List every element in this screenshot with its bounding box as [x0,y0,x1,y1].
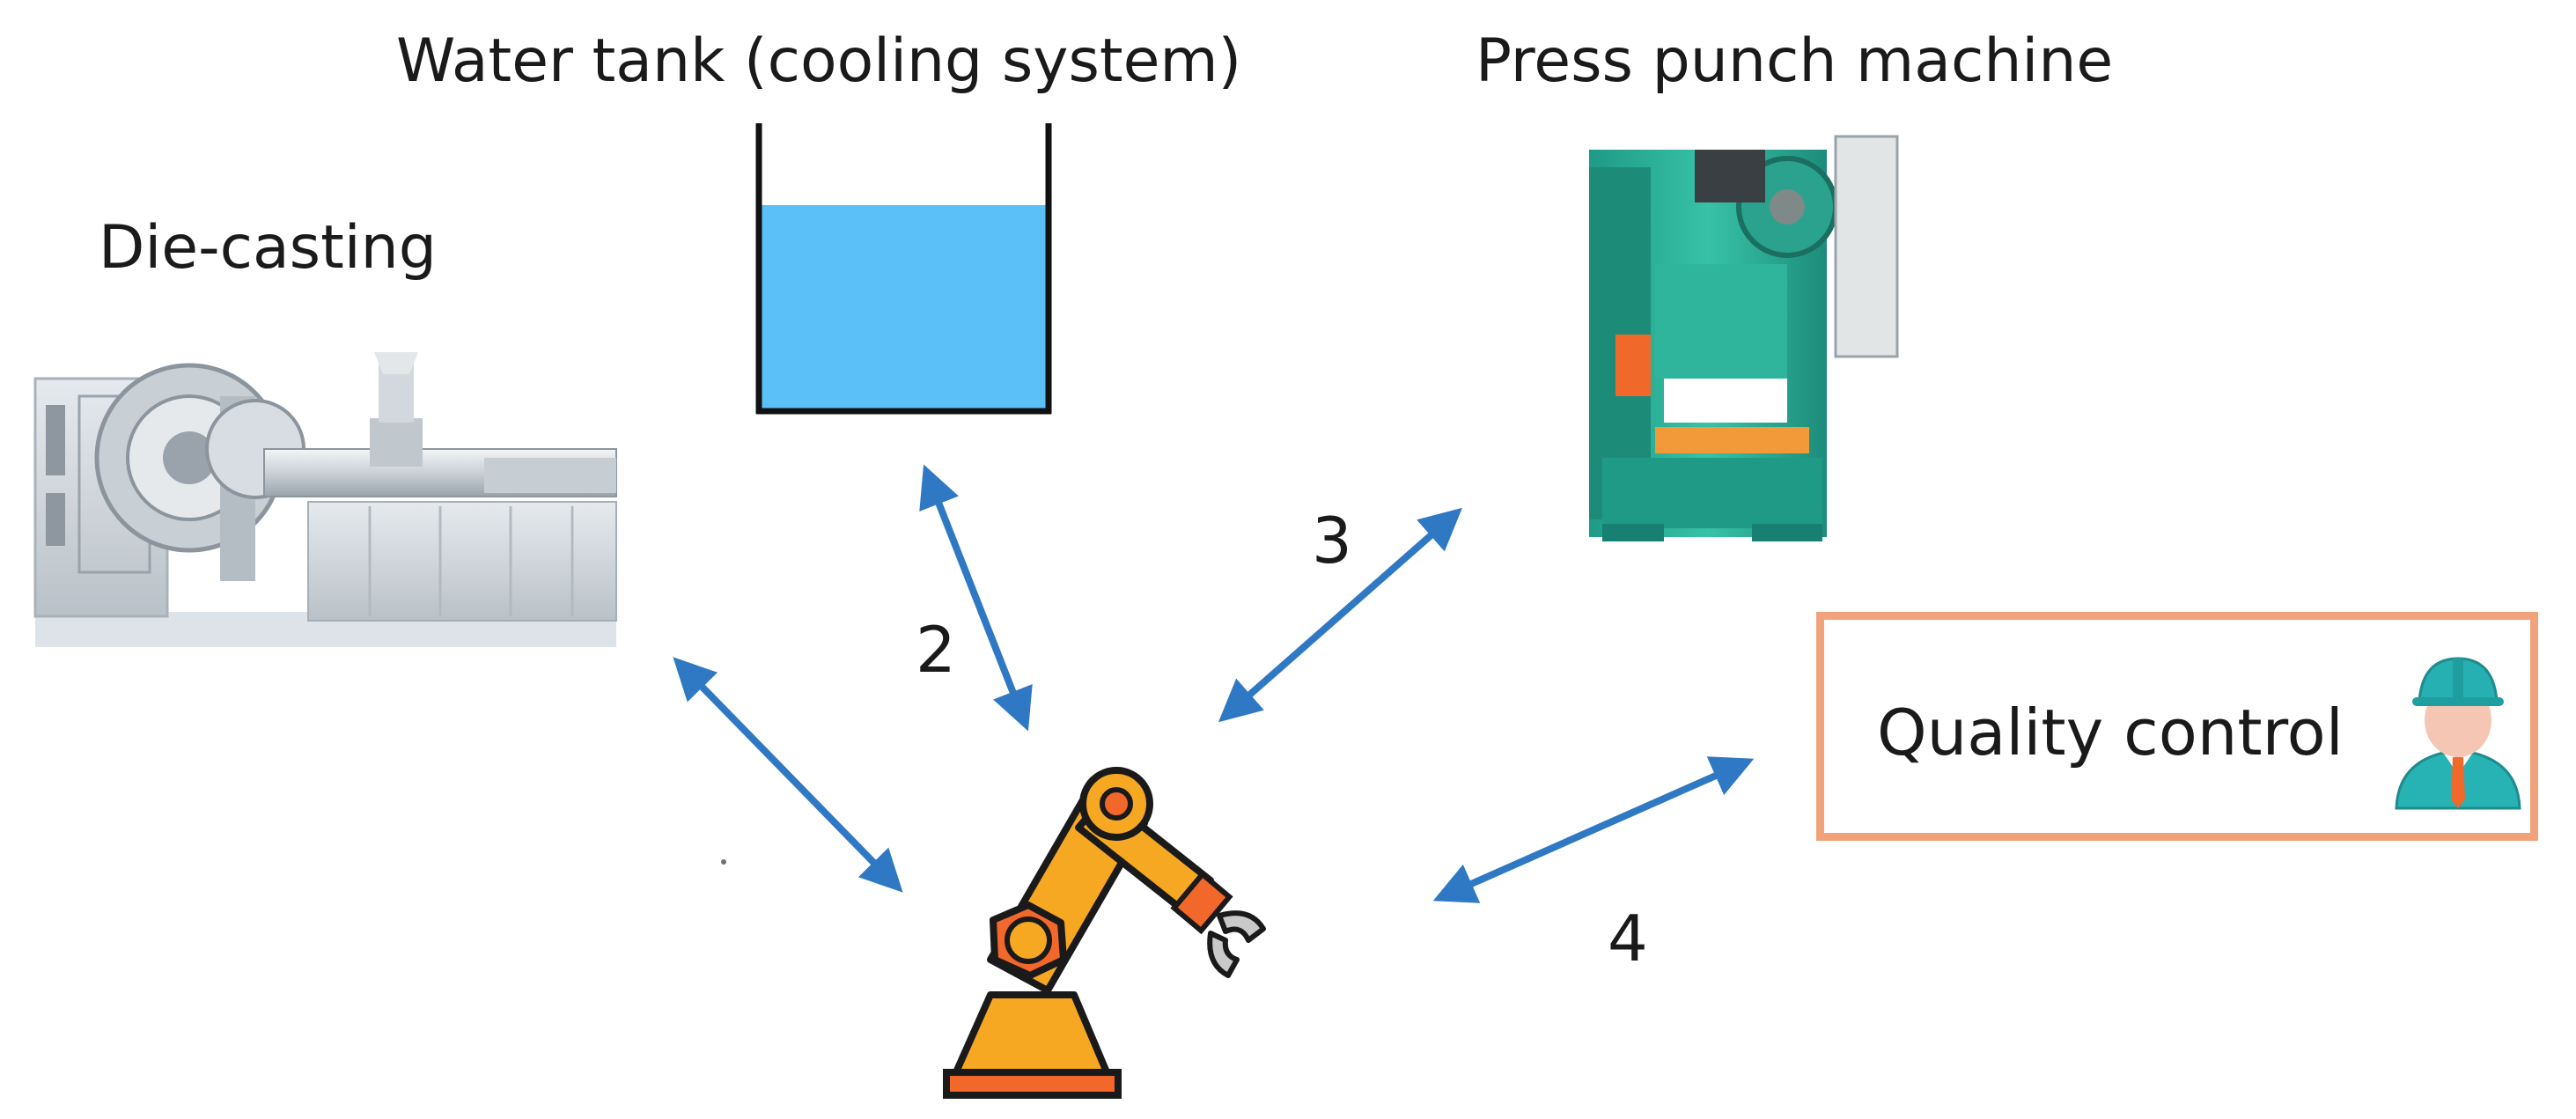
die-casting-label: Die-casting [99,213,437,283]
arrow-press-robot [1218,507,1463,723]
quality-control-box: Quality control [1816,612,2538,841]
speck-dot [721,859,726,865]
step-4-number: 4 [1608,902,1648,975]
arrow-water-tank-robot [919,464,1033,732]
press-punch-machine-icon [1589,135,1899,541]
arrow-die-casting-robot [673,657,903,893]
worker-icon [2395,657,2521,810]
robot-arm-icon [943,767,1266,1099]
die-casting-machine-icon [33,352,617,647]
quality-control-label: Quality control [1877,696,2344,769]
water-tank-icon [755,123,1052,415]
arrow-quality-control-robot [1432,756,1755,903]
press-punch-label: Press punch machine [1476,26,2114,96]
water-tank-label: Water tank (cooling system) [396,26,1242,96]
